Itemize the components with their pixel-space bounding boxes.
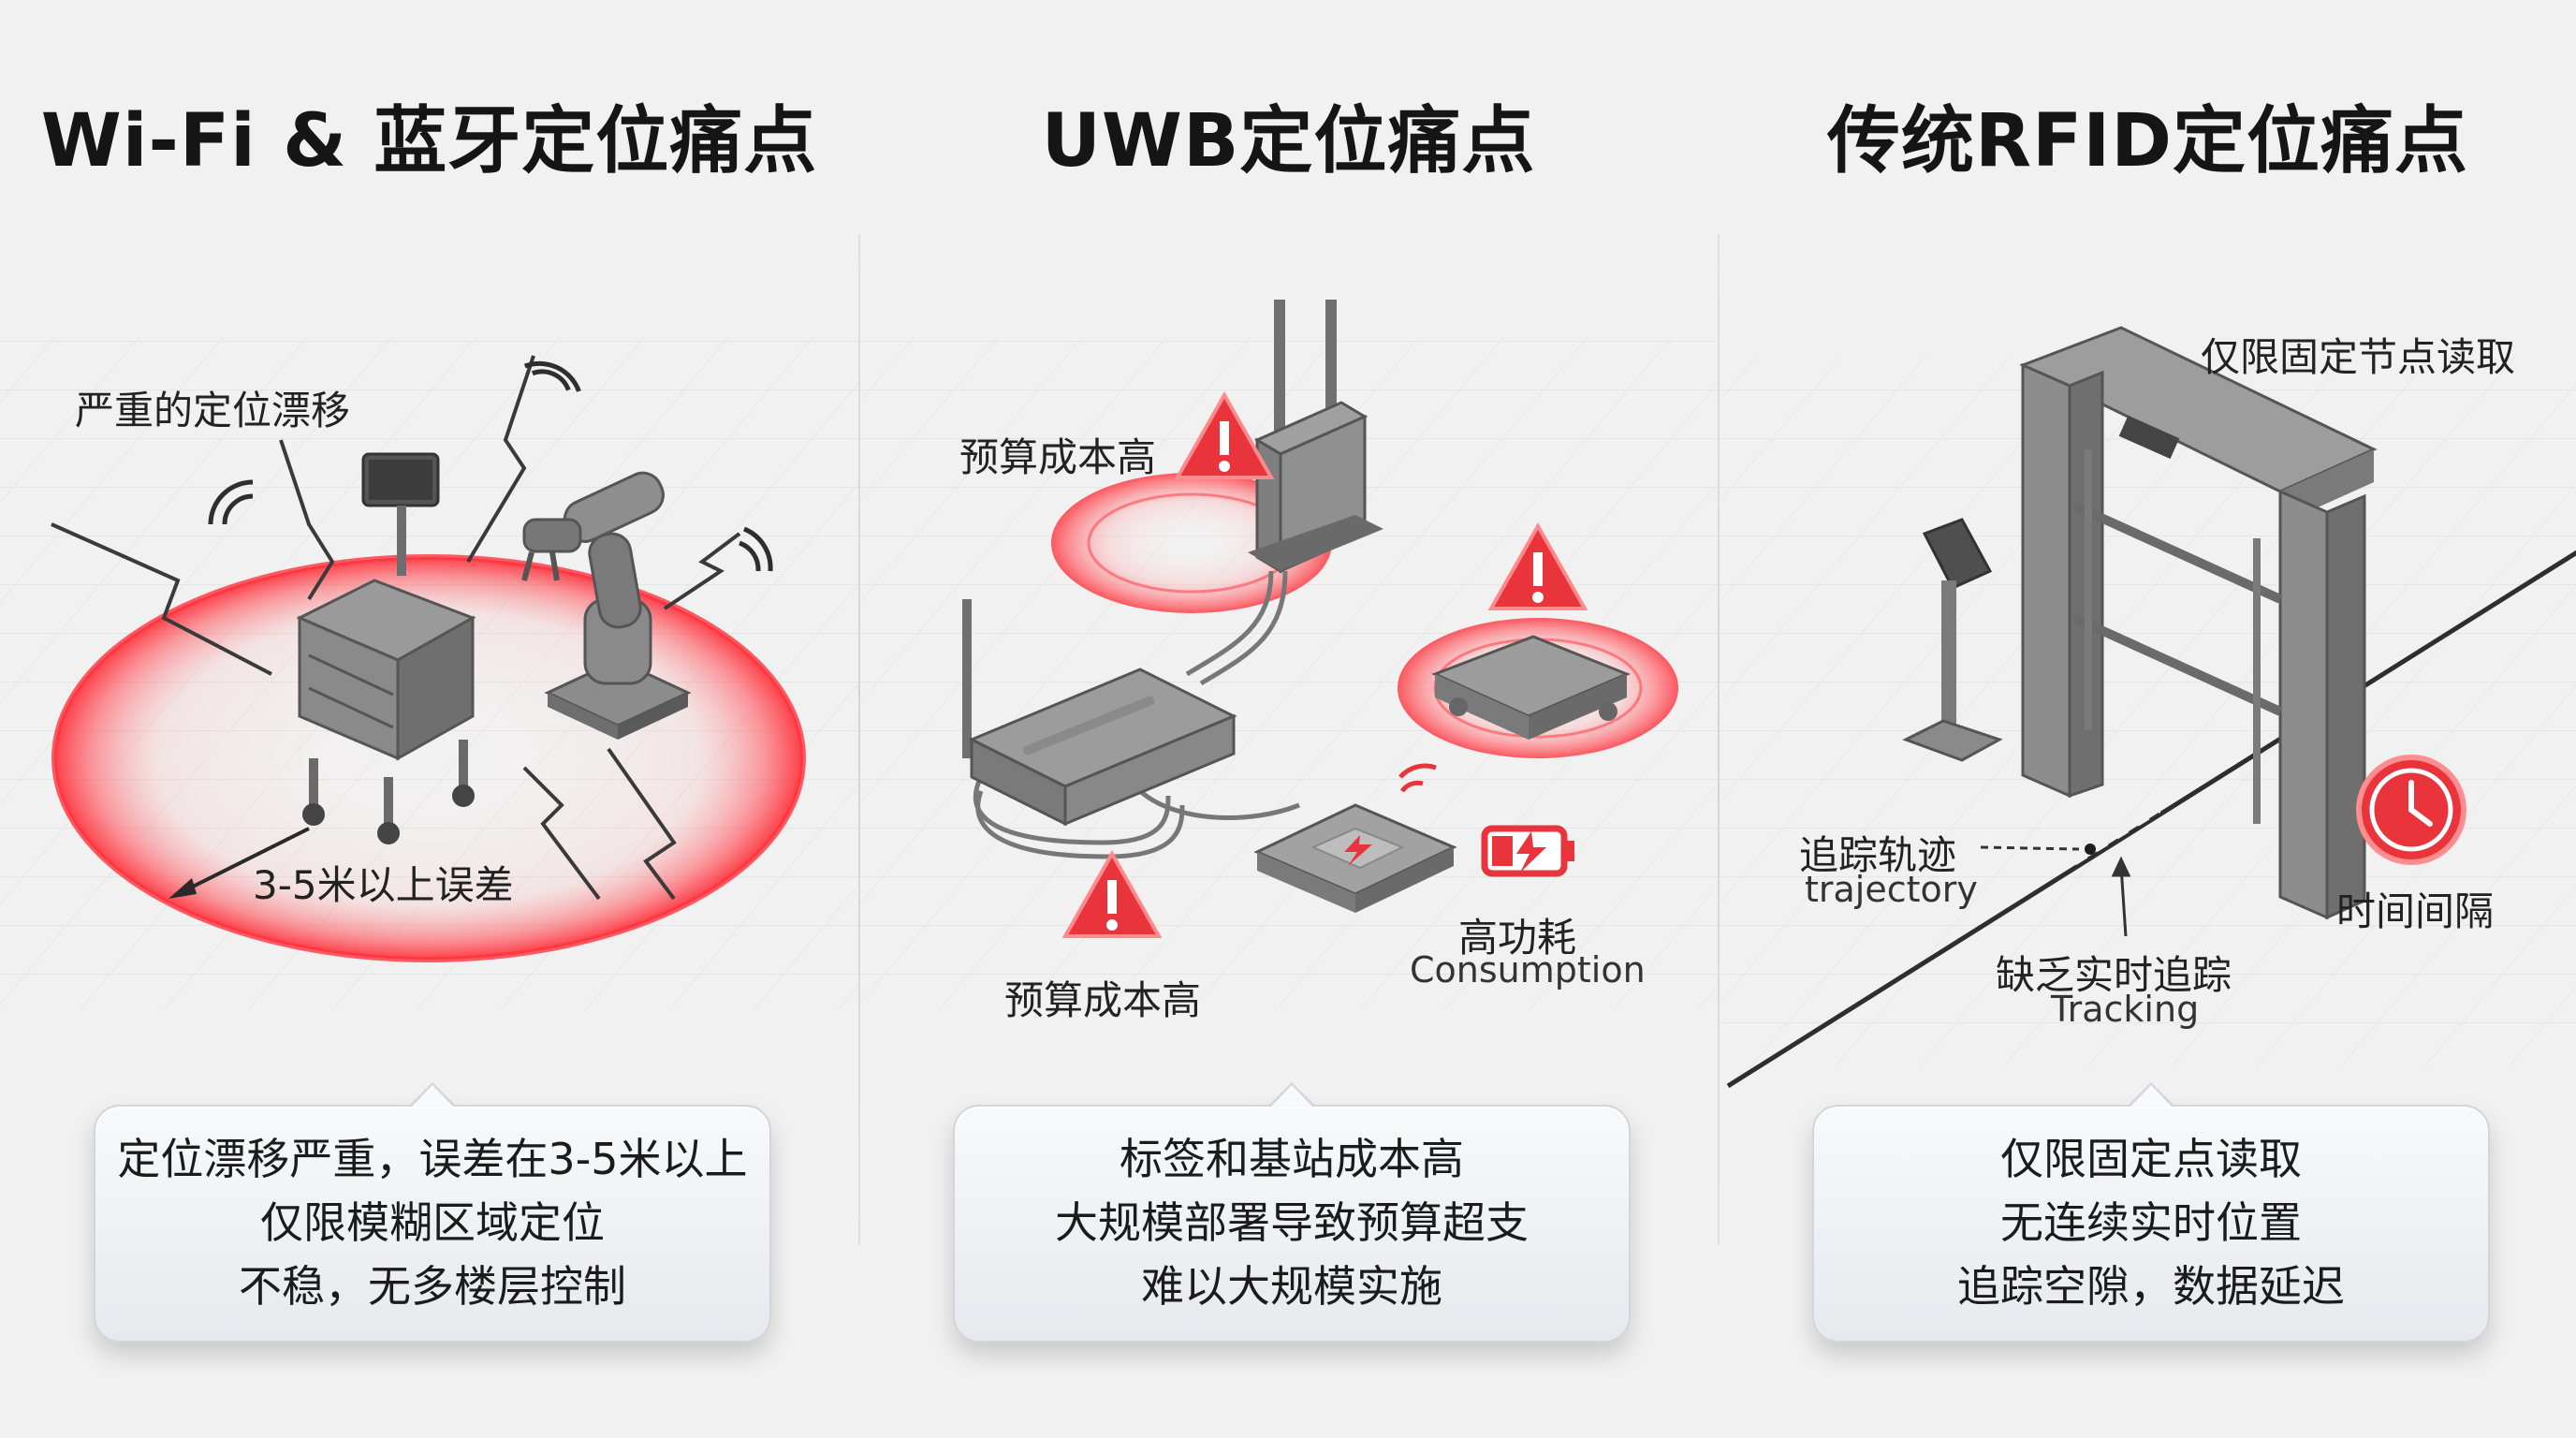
charging-pad-icon (1253, 763, 1457, 913)
cost-label-top: 预算成本高 (959, 434, 1157, 480)
bubble-tail (2127, 1082, 2175, 1108)
summary-bubble: 标签和基站成本高 大规模部署导致预算超支 难以大规模实施 (953, 1082, 1631, 1343)
bubble-line: 标签和基站成本高 (1120, 1134, 1464, 1184)
read-point (2085, 844, 2096, 855)
cables (973, 570, 1300, 859)
bubble-line: 大规模部署导致预算超支 (1055, 1197, 1529, 1248)
pointer-lines (1980, 845, 2131, 937)
low-battery-icon (1481, 825, 1574, 877)
bubble-tail (1267, 1082, 1316, 1108)
panel-title: 传统RFID定位痛点 (1826, 99, 2469, 183)
panel-title: Wi-Fi & 蓝牙定位痛点 (40, 99, 818, 183)
bubble-line: 仅限模糊区域定位 (260, 1197, 605, 1248)
panel-title: UWB定位痛点 (1041, 99, 1536, 183)
uwb-hub-icon (962, 599, 1237, 827)
power-label: 高功耗 (1458, 915, 1577, 961)
uwb-tag-icon (1431, 635, 1631, 740)
panel-wifi-bluetooth: Wi-Fi & 蓝牙定位痛点 严重的定位漂移 3-5米以上误差 定位漂移严重，误… (0, 0, 858, 1438)
uwb-scene (859, 300, 1718, 1011)
rfid-scene (1719, 326, 2576, 1089)
bubble-tail (408, 1082, 457, 1108)
signal-icon (208, 360, 773, 572)
interference-lines (51, 355, 741, 901)
error-label: 3-5米以上误差 (253, 862, 514, 908)
rfid-gate-icon (2019, 326, 2378, 920)
medical-cart-icon (296, 452, 476, 844)
realtime-label-en: Tracking (2051, 989, 2200, 1030)
cost-label-bottom: 预算成本高 (1004, 977, 1202, 1023)
bubble-line: 无连续实时位置 (2000, 1197, 2302, 1248)
realtime-label: 缺乏实时追踪 (1996, 952, 2232, 998)
robot-arm-icon (521, 471, 692, 740)
error-arrow (168, 827, 310, 899)
bubble-line: 不稳，无多楼层控制 (239, 1261, 626, 1312)
uwb-anchor-icon (1248, 300, 1383, 574)
panel-uwb: UWB定位痛点 预算成本高 预算成本高 高功耗 Consumption 标签和基… (859, 0, 1718, 1438)
bubble-line: 定位漂移严重，误差在3-5米以上 (117, 1134, 748, 1184)
clock-icon (2356, 755, 2466, 865)
fixed-node-label: 仅限固定节点读取 (2201, 334, 2516, 380)
bubble-line: 难以大规模实施 (1141, 1261, 1442, 1312)
summary-bubble: 仅限固定点读取 无连续实时位置 追踪空隙，数据延迟 (1812, 1082, 2490, 1343)
bubble-line: 仅限固定点读取 (2000, 1134, 2302, 1184)
trajectory-label-en: trajectory (1805, 869, 1978, 910)
bubble-line: 追踪空隙，数据延迟 (1957, 1261, 2345, 1312)
interval-label: 时间间隔 (2336, 888, 2495, 934)
kiosk-icon (1902, 518, 2003, 762)
summary-bubble: 定位漂移严重，误差在3-5米以上 仅限模糊区域定位 不稳，无多楼层控制 (94, 1082, 771, 1343)
power-label-en: Consumption (1410, 949, 1646, 990)
panel-rfid: 传统RFID定位痛点 仅限固定节点读取 追踪轨迹 trajectory 缺乏实时… (1719, 0, 2576, 1438)
trajectory-line (1726, 550, 2576, 1089)
trajectory-label: 追踪轨迹 (1799, 832, 1957, 878)
wifi-scene (0, 337, 858, 1011)
drift-label: 严重的定位漂移 (75, 388, 351, 433)
